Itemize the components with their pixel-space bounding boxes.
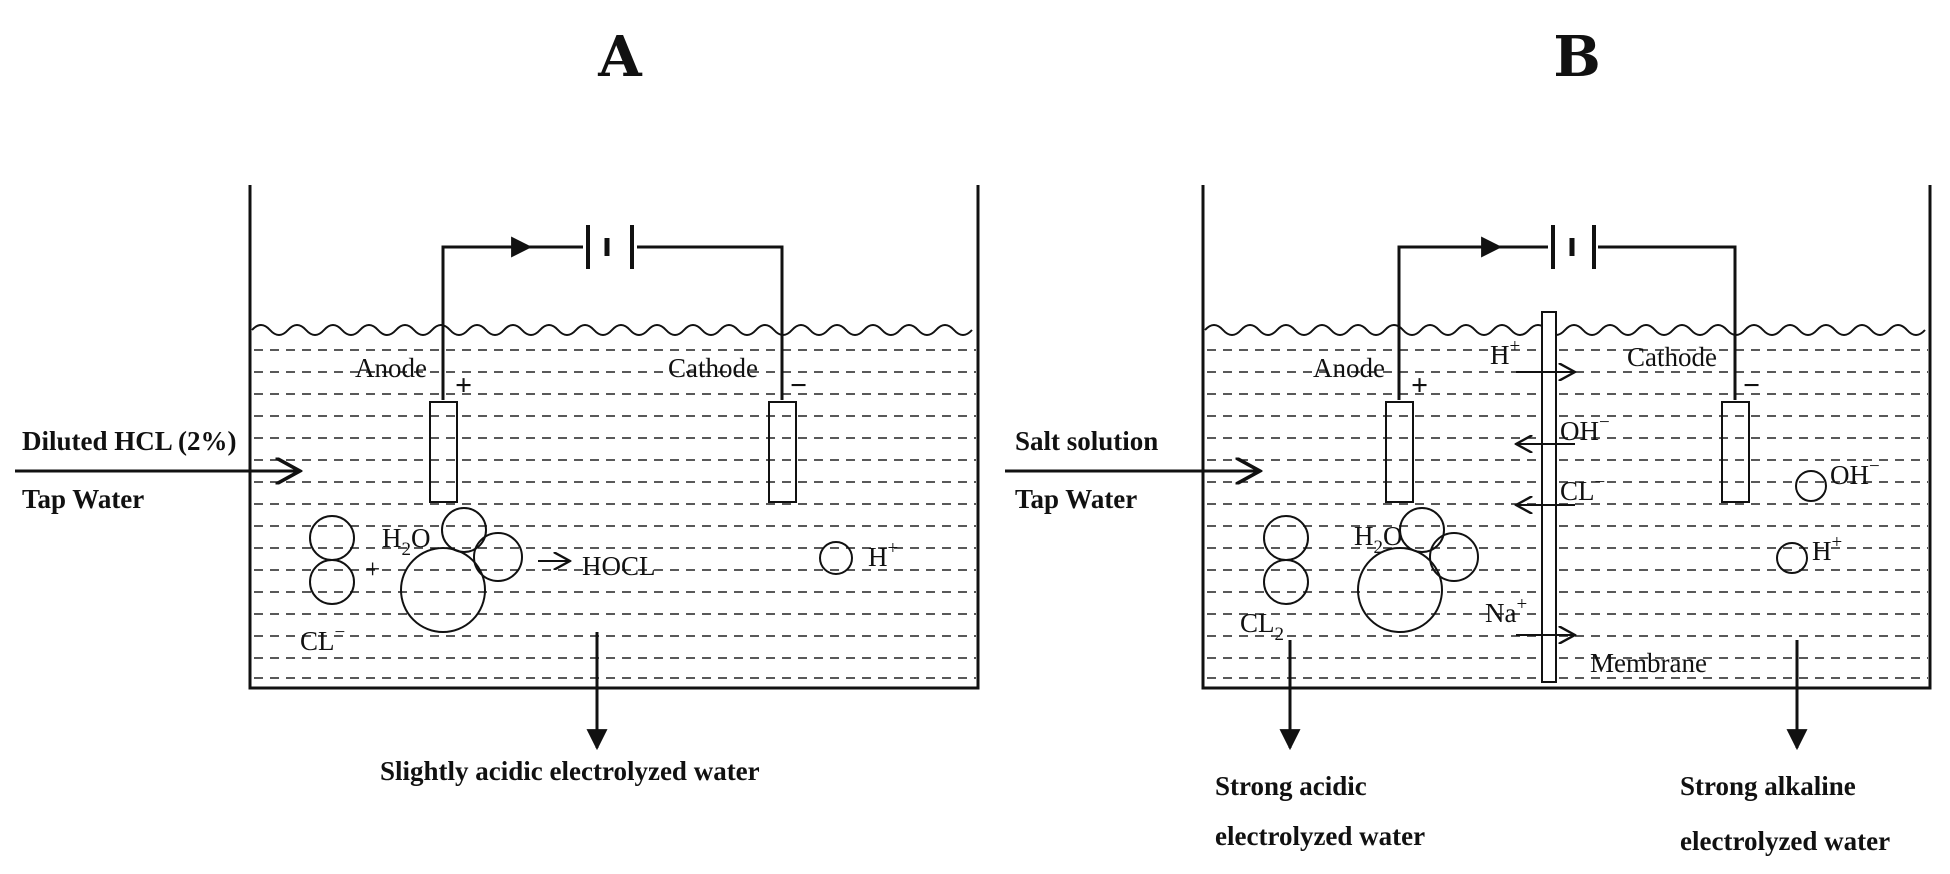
plus-sign-a: + [365,554,380,584]
water-b [1207,349,1928,679]
inlet-b-line2: Tap Water [1015,484,1137,514]
h2o-label-a: H2O [382,523,431,560]
cl-atom-2-a [309,559,355,605]
h2o-label-b: H2O [1354,521,1403,558]
anode-label-b: Anode [1313,353,1385,383]
cl2-atom-2-b [1263,559,1309,605]
cl2-atom-1-b [1263,515,1309,561]
outlet-right-line2-b: electrolyzed water [1680,826,1890,856]
anode-plus-a: + [455,369,472,402]
h2o-h-atom-2-a [473,532,523,582]
panel-a-title: A [597,24,643,90]
h2o-o-atom-b [1357,547,1443,633]
inlet-a-line2: Tap Water [22,484,144,514]
oh-ion-b [1795,470,1827,502]
oh-ion-label-b: OH− [1560,412,1610,446]
water-surface-b [1204,324,1926,336]
outlet-right-line1-b: Strong alkaline [1680,771,1856,801]
h2o-h-atom-1-b [1399,507,1445,553]
h2o-h-atom-1-a [441,507,487,553]
cathode-oh-label-b: OH− [1830,456,1880,490]
cathode-label-a: Cathode [668,353,758,383]
h-plus-ion-label-b: H+ [1490,336,1520,370]
cl-ion-label-b: CL− [1560,472,1605,506]
tank-a [248,185,980,690]
cathode-h-label-b: H+ [1812,532,1842,566]
membrane [1541,311,1557,683]
h-ion-b [1776,542,1808,574]
na-ion-label-b: Na+ [1485,594,1527,628]
outlet-label-a: Slightly acidic electrolyzed water [380,756,760,786]
membrane-label: Membrane [1590,648,1707,678]
h2o-h-atom-2-b [1429,532,1479,582]
water-surface-a [251,324,973,336]
cl2-label-b: CL2 [1240,608,1284,645]
battery-b [1551,225,1596,269]
wire-cathode-a [637,245,784,400]
outlet-left-line1-b: Strong acidic [1215,771,1367,801]
cl-atom-1-a [309,515,355,561]
cathode-label-b: Cathode [1627,342,1717,372]
anode-electrode-a [429,401,458,503]
outlet-left-line2-b: electrolyzed water [1215,821,1425,851]
water-a [254,349,976,679]
battery-a [586,225,634,269]
inlet-b-line1: Salt solution [1015,426,1158,456]
h-ion-a [819,541,853,575]
tank-b [1201,185,1932,690]
wire-cathode-b [1598,245,1737,400]
panel-b-title: B [1553,24,1600,90]
cathode-minus-a: − [790,369,807,402]
cathode-minus-b: − [1743,369,1760,402]
anode-plus-b: + [1411,369,1428,402]
anode-label-a: Anode [355,353,427,383]
h2o-o-atom-a [400,547,486,633]
panel-b: B [1005,24,1932,856]
cathode-electrode-b [1721,401,1750,503]
cl-label-a: CL− [300,622,345,656]
panel-a: A [15,24,980,786]
hocl-label-a: HOCL [582,551,656,581]
inlet-a-line1: Diluted HCL (2%) [22,426,237,456]
cathode-electrode-a [768,401,797,503]
anode-electrode-b [1385,401,1414,503]
h-ion-label-a: H+ [868,538,898,572]
